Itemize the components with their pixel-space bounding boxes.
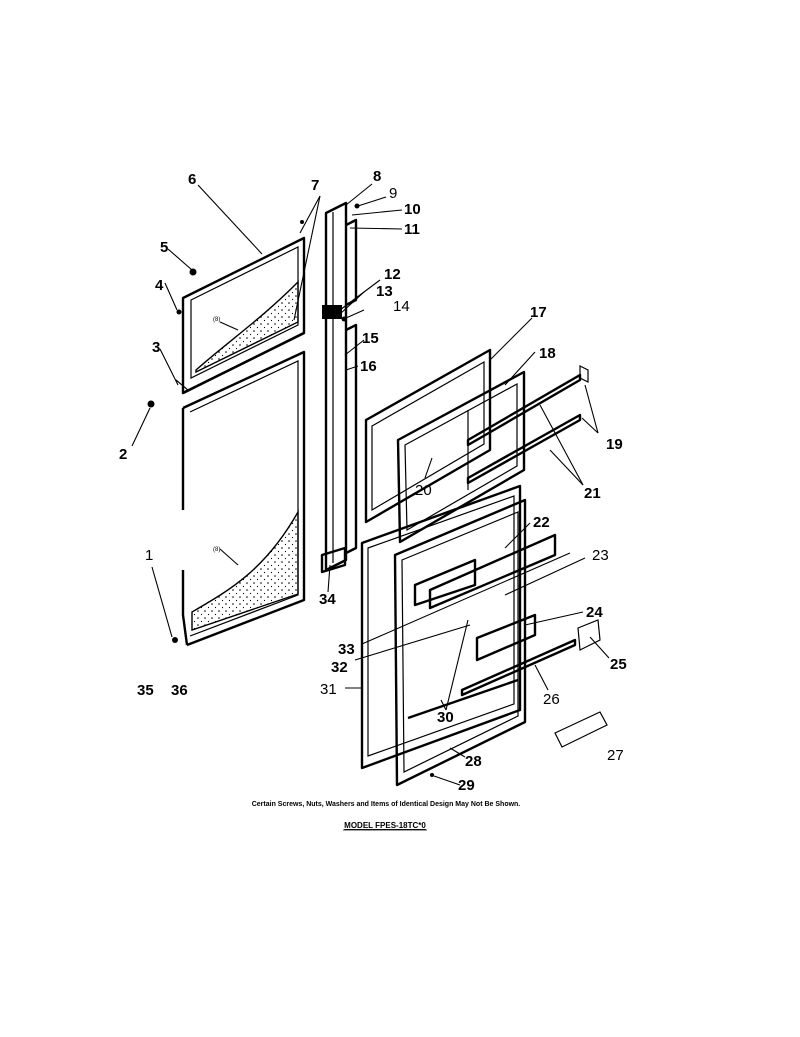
fresh-food-inner-liner xyxy=(393,498,608,787)
callout-18: 18 xyxy=(539,345,556,362)
door-strip-channel xyxy=(320,201,360,574)
footnote: Certain Screws, Nuts, Washers and Items … xyxy=(252,801,521,808)
callout-12: 12 xyxy=(384,266,401,283)
screw-5 xyxy=(189,268,197,276)
callout-7: 7 xyxy=(311,177,319,194)
door-shelf-22 xyxy=(428,533,557,610)
fresh-food-door-outer xyxy=(181,350,306,647)
callout-28: 28 xyxy=(465,753,482,770)
freezer-inner-liner xyxy=(396,365,589,544)
door-shelf-upper xyxy=(413,558,477,607)
callout-17: 17 xyxy=(530,304,547,321)
callout-5: 5 xyxy=(160,239,168,256)
end-cap-25 xyxy=(577,619,601,651)
hinge-block xyxy=(322,305,342,319)
screw-1 xyxy=(172,637,178,643)
freezer-door-glass xyxy=(195,280,299,374)
callout-20: 20 xyxy=(415,482,432,499)
callout-15: 15 xyxy=(362,330,379,347)
callout-31: 31 xyxy=(320,681,337,698)
door-shelf-24 xyxy=(475,613,537,662)
callout-6: 6 xyxy=(188,171,196,188)
model-number: MODEL FPES-18TC*0 xyxy=(344,821,426,830)
screw-4 xyxy=(176,309,182,315)
glass-mark-upper: (8) xyxy=(213,317,220,323)
callout-16: 16 xyxy=(360,358,377,375)
callout-35: 35 xyxy=(137,682,154,699)
callout-14: 14 xyxy=(393,298,410,315)
door-rail-26 xyxy=(460,638,577,697)
leader-lines xyxy=(131,183,610,786)
callout-27: 27 xyxy=(607,747,624,764)
callout-29: 29 xyxy=(458,777,475,794)
callout-34: 34 xyxy=(319,591,336,608)
callout-10: 10 xyxy=(404,201,421,218)
callout-30: 30 xyxy=(437,709,454,726)
freezer-gasket xyxy=(364,348,492,524)
callout-2: 2 xyxy=(119,446,127,463)
callout-36: 36 xyxy=(171,682,188,699)
callout-26: 26 xyxy=(543,691,560,708)
callout-9: 9 xyxy=(389,185,397,202)
callout-21: 21 xyxy=(584,485,601,502)
freezer-door-outer xyxy=(181,236,306,395)
screw-29 xyxy=(430,773,434,777)
callout-1: 1 xyxy=(145,547,153,564)
callout-32: 32 xyxy=(331,659,348,676)
callout-11: 11 xyxy=(404,221,420,238)
fresh-food-door-glass xyxy=(191,509,299,631)
callout-25: 25 xyxy=(610,656,627,673)
fresh-food-gasket xyxy=(360,484,522,770)
callout-13: 13 xyxy=(376,283,393,300)
callout-33: 33 xyxy=(338,641,355,658)
screw-2 xyxy=(147,400,155,408)
glass-mark-lower: (8) xyxy=(213,547,220,553)
callout-23: 23 xyxy=(592,547,609,564)
callout-3: 3 xyxy=(152,339,160,356)
callout-24: 24 xyxy=(586,604,603,621)
callout-8: 8 xyxy=(373,168,381,185)
egg-tray-27 xyxy=(554,711,608,748)
callout-4: 4 xyxy=(155,277,164,294)
callout-19: 19 xyxy=(606,436,623,453)
callout-22: 22 xyxy=(533,514,550,531)
